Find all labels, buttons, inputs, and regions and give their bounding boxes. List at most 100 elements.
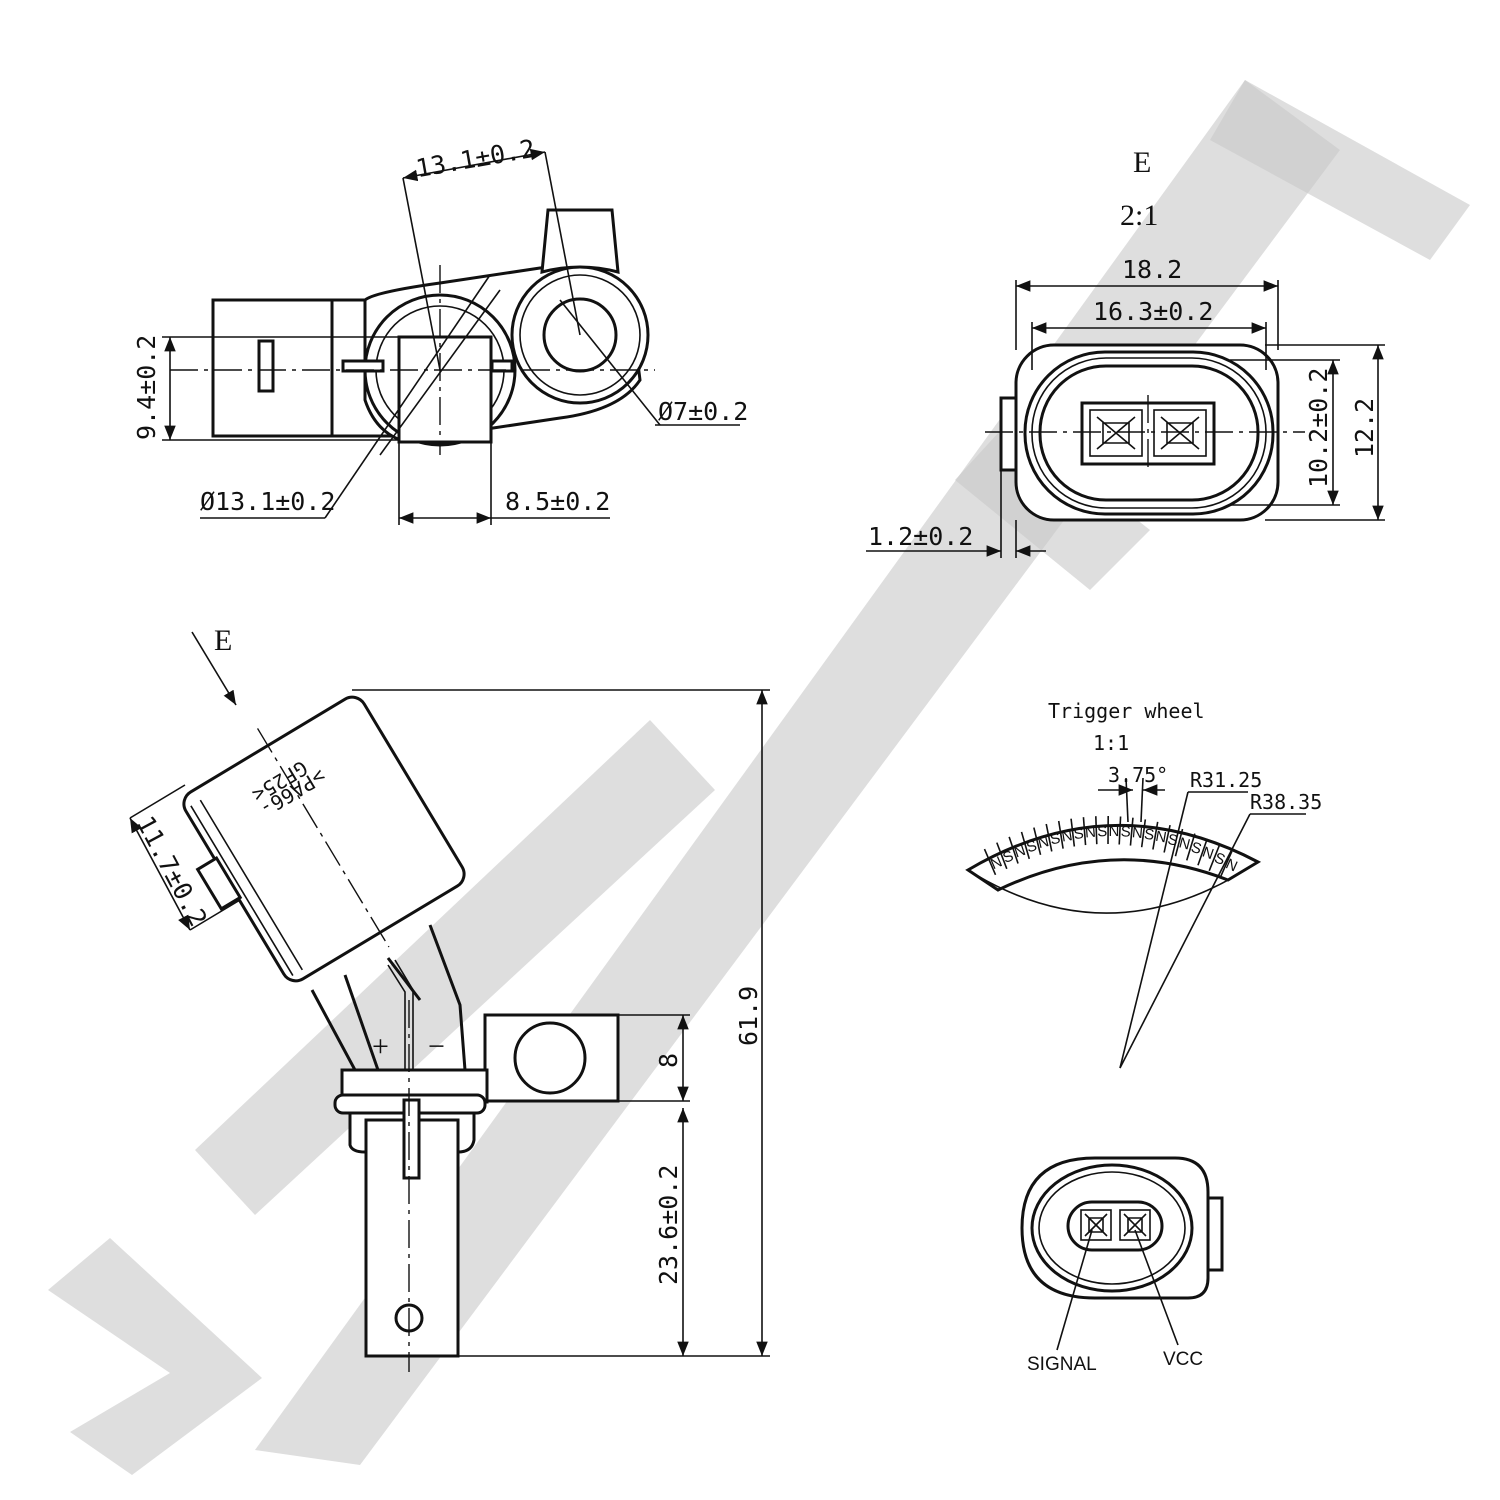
pin-2-icon (1160, 416, 1200, 450)
dim-line-housing (129, 817, 191, 931)
pinout-pin-housing (1066, 1200, 1164, 1252)
magnet-pole-label: N (1131, 824, 1143, 842)
angle-ext-1 (1125, 777, 1129, 823)
pinout-pin-1 (1080, 1209, 1112, 1241)
pole-divider (1020, 831, 1031, 860)
magnet-pole-label: S (1120, 823, 1131, 840)
magnet-pole-label: S (1166, 831, 1179, 850)
magnet-pole-label: S (1097, 823, 1108, 840)
magnet-pole-label: N (1036, 833, 1051, 852)
pole-divider (983, 848, 997, 876)
magnet-pole-label: N (1154, 828, 1168, 847)
dim-diameter-label: Ø13.1±0.2 (200, 487, 335, 516)
leader-diameter (324, 274, 491, 519)
pole-divider (1082, 817, 1087, 846)
magnet-pole-label: S (1189, 839, 1204, 858)
pole-divider (1008, 836, 1019, 864)
pin-2-symbol (1123, 1213, 1147, 1237)
dim-length-label: 61.9 (734, 986, 763, 1046)
plus-sign: + (372, 1030, 389, 1063)
housing-clip (195, 856, 243, 911)
magnet-pole-label: N (1200, 844, 1216, 864)
neck-lines (310, 924, 467, 1071)
magnet-pole-label: S (1143, 826, 1155, 844)
pin-1-frame (1089, 409, 1143, 457)
dim-outer-width-label: 18.2 (1122, 255, 1182, 284)
housing-rim (190, 799, 303, 976)
magnet-pole-label: N (1177, 834, 1192, 853)
stem-pin (402, 1098, 421, 1180)
bracket-hole (513, 1021, 587, 1095)
pinout-pin-2 (1119, 1209, 1151, 1241)
dim-width-label: 13.1±0.2 (414, 134, 538, 183)
dim-hole-label: Ø7±0.2 (658, 397, 748, 426)
dim-bracket-label: 8 (654, 1053, 683, 1068)
magnet-pole-label: S (1025, 837, 1039, 856)
pole-divider (1095, 816, 1098, 845)
connector-pinout-view: SIGNAL VCC (1020, 1156, 1224, 1375)
pole-divider (1185, 833, 1196, 861)
vcc-label: VCC (1163, 1349, 1203, 1370)
signal-leader (1056, 1229, 1093, 1351)
mount-ring-mid (519, 274, 641, 396)
radius-outer-label: R38.35 (1250, 790, 1322, 814)
minus-sign: − (428, 1030, 445, 1063)
angle-ext-2 (1140, 777, 1144, 823)
vcc-leader (1134, 1229, 1179, 1346)
top-view: 13.1±0.2 9.4±0.2 Ø7±0.2 Ø13.1±0.2 8.5±0.… (132, 134, 748, 525)
dim-stem-label: 23.6±0.2 (654, 1165, 683, 1285)
magnet-pole-label: S (1073, 825, 1085, 843)
sensor-pin-left (341, 359, 385, 373)
connector-block (211, 298, 342, 438)
sensor-pin-right (490, 359, 514, 373)
pole-divider (1045, 823, 1053, 852)
dim-inner-width-label: 16.3±0.2 (1093, 297, 1213, 326)
dim-inner-height-label: 10.2±0.2 (1304, 368, 1333, 488)
pole-divider (996, 842, 1008, 870)
magnet-pole-label: N (1060, 827, 1073, 845)
pole-divider (1033, 827, 1042, 855)
radius-inner-leader (1119, 791, 1189, 1069)
sensor-housing (182, 695, 466, 983)
dim-outer-height-label: 12.2 (1350, 398, 1379, 458)
ext-housing-1 (129, 784, 186, 819)
pin-2-frame (1153, 409, 1207, 457)
pole-divider (1129, 817, 1134, 846)
pole-divider (1070, 818, 1076, 847)
angle-label: 3.75° (1108, 763, 1168, 787)
pole-divider (1163, 824, 1171, 853)
magnet-pole-label: S (1049, 830, 1062, 849)
pole-divider (1174, 828, 1184, 857)
trigger-scale: 1:1 (1093, 731, 1129, 755)
pole-divider (1118, 816, 1122, 845)
watermark-stroke-3 (1210, 80, 1470, 260)
housing-centerline (256, 728, 390, 948)
pole-divider (1152, 821, 1159, 850)
sensor-box (397, 335, 493, 444)
connector-shell-inner (1031, 357, 1267, 509)
watermark-stroke-2 (195, 720, 715, 1215)
diagonal-line (379, 289, 501, 456)
ext-top-1 (402, 177, 441, 371)
dim-line-top (402, 148, 546, 182)
detail-e-label: E (1133, 146, 1151, 179)
signal-label: SIGNAL (1027, 1354, 1097, 1375)
view-label: E (214, 624, 232, 657)
pole-divider (1057, 820, 1064, 849)
pin-1-symbol (1084, 1213, 1108, 1237)
radius-outer-leader (1119, 813, 1251, 1069)
magnet-inner-arc (967, 861, 1259, 914)
detail-e-scale: 2:1 (1120, 199, 1158, 232)
magnet-pole-label: N (1084, 824, 1096, 842)
radius-inner-label: R31.25 (1190, 768, 1262, 792)
pole-divider (1208, 844, 1221, 872)
ext-top-2 (544, 151, 581, 336)
pole-divider (1140, 819, 1147, 848)
detail-e-view: E 2:1 18.2 16.3±0.2 10.2±0.2 12.2 (866, 146, 1385, 558)
connector-slot (257, 339, 275, 393)
ext-housing-2 (189, 899, 241, 931)
watermark-chevron (48, 1238, 262, 1475)
